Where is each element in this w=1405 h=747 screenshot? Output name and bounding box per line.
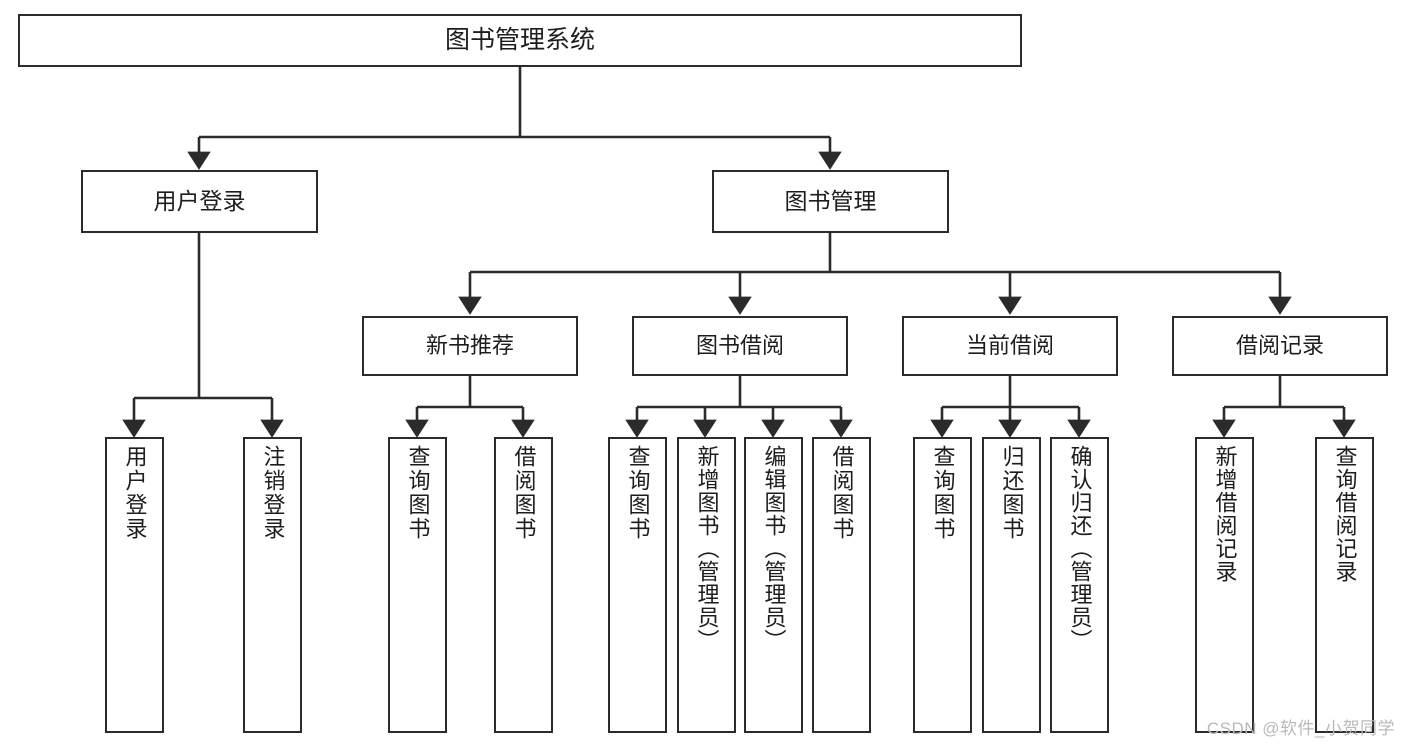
node-book-borrow-label: 图书借阅 bbox=[695, 333, 784, 359]
node-root[interactable]: 图书管理系统 bbox=[18, 14, 1022, 67]
node-borrow-record[interactable]: 借阅记录 bbox=[1172, 316, 1388, 376]
node-current-borrow-label: 当前借阅 bbox=[965, 333, 1054, 359]
leaf-borrow-record-query-label: 查询借阅记录 bbox=[1332, 445, 1358, 583]
leaf-current-borrow-return-label: 归还图书 bbox=[999, 445, 1025, 541]
leaf-book-borrow-edit[interactable]: 编辑图书（管理员） bbox=[744, 437, 803, 733]
leaf-book-borrow-query[interactable]: 查询图书 bbox=[608, 437, 667, 733]
node-user-login-label: 用户登录 bbox=[153, 187, 246, 214]
leaf-book-borrow-edit-label: 编辑图书（管理员） bbox=[761, 445, 787, 652]
node-current-borrow[interactable]: 当前借阅 bbox=[902, 316, 1118, 376]
leaf-current-borrow-query[interactable]: 查询图书 bbox=[913, 437, 972, 733]
leaf-borrow-record-query[interactable]: 查询借阅记录 bbox=[1315, 437, 1374, 733]
leaf-borrow-record-add-label: 新增借阅记录 bbox=[1212, 445, 1238, 583]
leaf-current-borrow-confirm-return-label: 确认归还（管理员） bbox=[1067, 445, 1093, 652]
node-user-login[interactable]: 用户登录 bbox=[81, 170, 318, 233]
node-book-management-label: 图书管理 bbox=[784, 187, 877, 214]
leaf-book-borrow-add-label: 新增图书（管理员） bbox=[694, 445, 720, 652]
leaf-new-book-borrow[interactable]: 借阅图书 bbox=[494, 437, 553, 733]
node-book-management[interactable]: 图书管理 bbox=[712, 170, 949, 233]
leaf-new-book-query[interactable]: 查询图书 bbox=[388, 437, 447, 733]
leaf-user-login-signout[interactable]: 注销登录 bbox=[243, 437, 302, 733]
leaf-new-book-query-label: 查询图书 bbox=[405, 445, 431, 541]
leaf-book-borrow-borrow-label: 借阅图书 bbox=[829, 445, 855, 541]
leaf-user-login-signin-label: 用户登录 bbox=[122, 445, 148, 541]
leaf-current-borrow-return[interactable]: 归还图书 bbox=[982, 437, 1041, 733]
leaf-book-borrow-add[interactable]: 新增图书（管理员） bbox=[677, 437, 736, 733]
leaf-current-borrow-query-label: 查询图书 bbox=[930, 445, 956, 541]
node-new-book-recommend[interactable]: 新书推荐 bbox=[362, 316, 578, 376]
leaf-book-borrow-query-label: 查询图书 bbox=[625, 445, 651, 541]
leaf-current-borrow-confirm-return[interactable]: 确认归还（管理员） bbox=[1050, 437, 1109, 733]
leaf-user-login-signout-label: 注销登录 bbox=[260, 445, 286, 541]
leaf-book-borrow-borrow[interactable]: 借阅图书 bbox=[812, 437, 871, 733]
node-new-book-recommend-label: 新书推荐 bbox=[425, 333, 514, 359]
node-borrow-record-label: 借阅记录 bbox=[1235, 333, 1324, 359]
leaf-user-login-signin[interactable]: 用户登录 bbox=[105, 437, 164, 733]
watermark-text: CSDN @软件_小贺同学 bbox=[1206, 719, 1395, 738]
node-root-label: 图书管理系统 bbox=[444, 25, 595, 54]
leaf-new-book-borrow-label: 借阅图书 bbox=[511, 445, 537, 541]
node-book-borrow[interactable]: 图书借阅 bbox=[632, 316, 848, 376]
leaf-borrow-record-add[interactable]: 新增借阅记录 bbox=[1195, 437, 1254, 733]
